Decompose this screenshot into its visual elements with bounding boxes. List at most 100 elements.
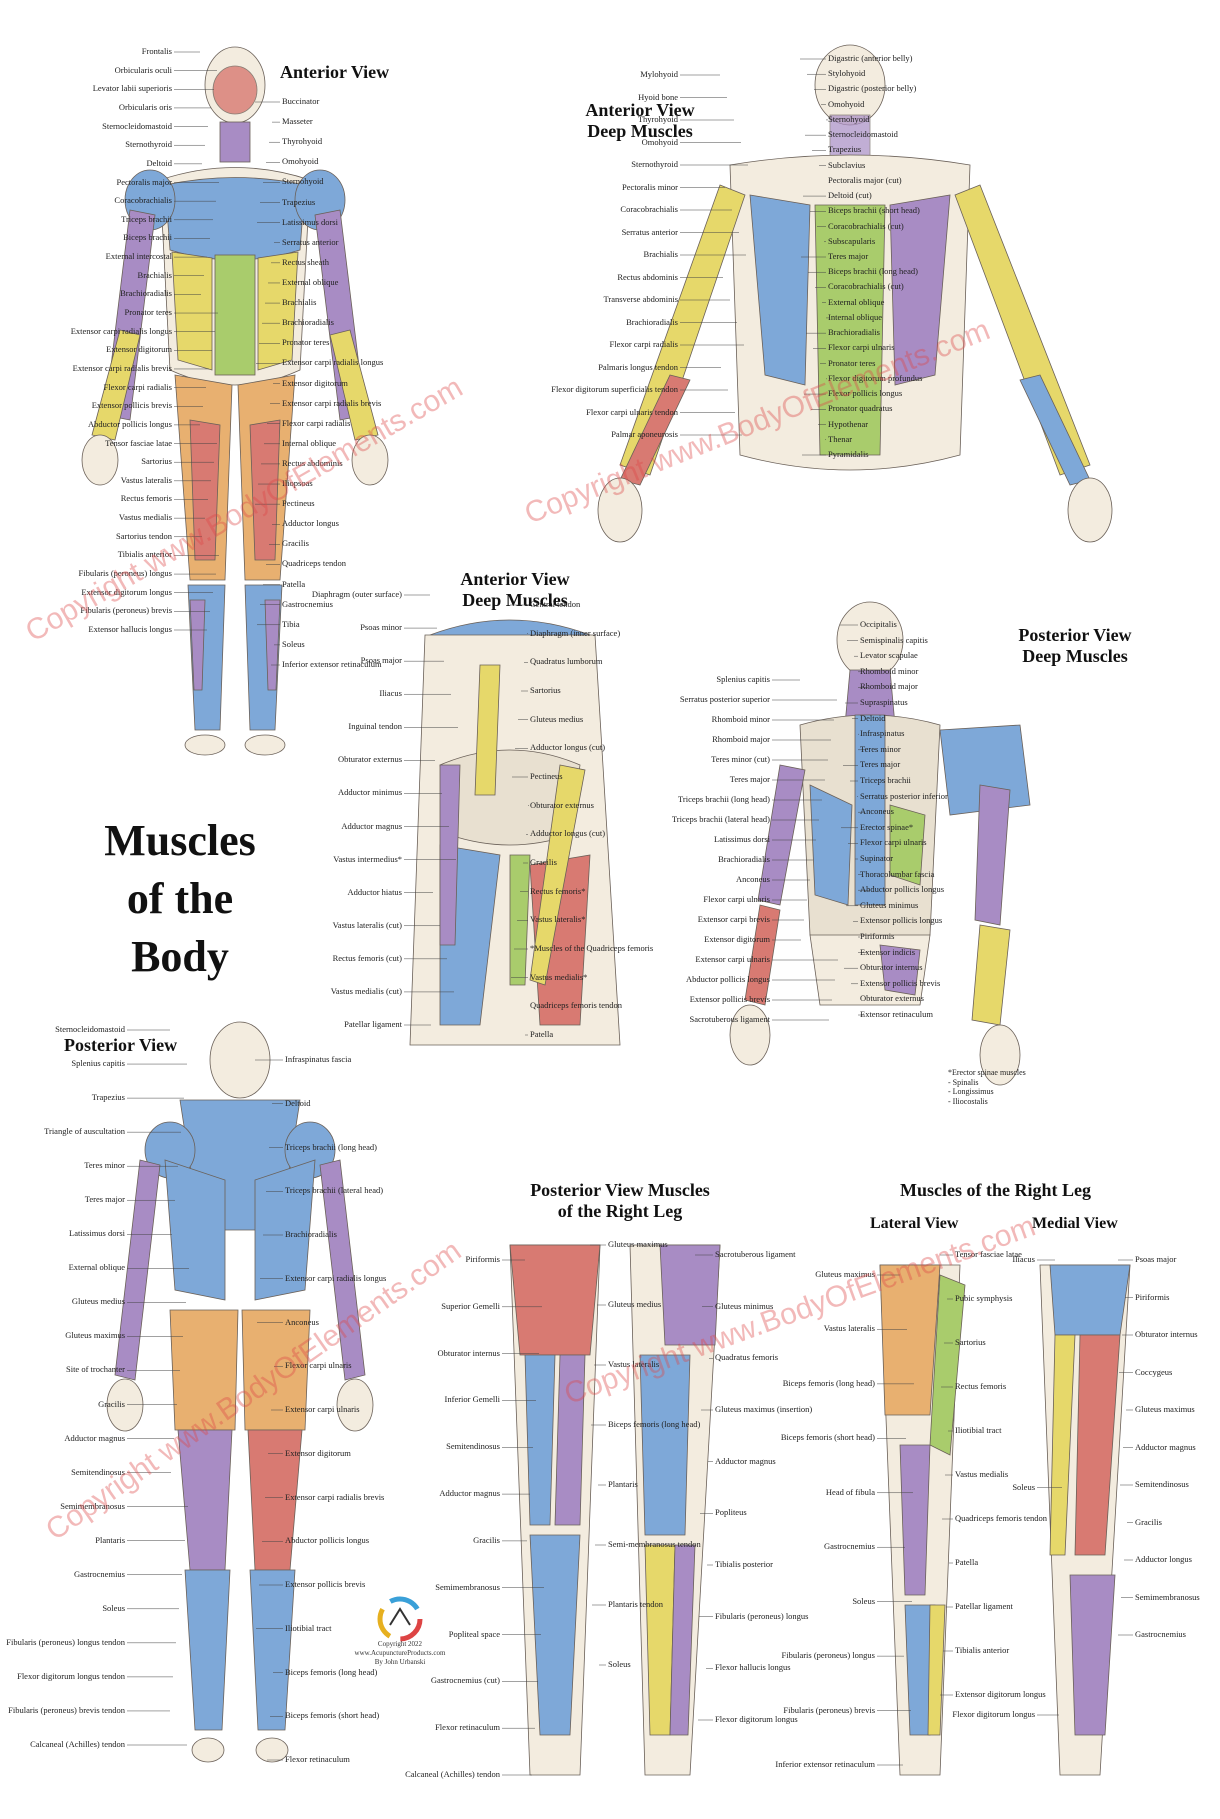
muscle-label: Tibia <box>282 618 300 629</box>
muscle-label: Gluteus maximus <box>1135 1404 1195 1414</box>
anterior-view-panel: Anterior View <box>0 40 420 780</box>
muscle-label: Vastus medialis* <box>530 971 588 982</box>
muscle-label: Popliteus <box>715 1507 747 1518</box>
muscle-label: Vastus medialis <box>955 1469 1009 1479</box>
forearm-right-blue <box>1019 374 1091 486</box>
copyright-line: www.AcupunctureProducts.com <box>354 1649 446 1657</box>
muscle-label: Extensor carpi brevis <box>697 914 770 924</box>
anterior-view-title: Anterior View <box>280 62 390 82</box>
leg-b-calf-purple <box>669 1544 696 1736</box>
muscle-label: Thyrohyoid <box>282 136 323 147</box>
leg-a-calf <box>529 1534 581 1736</box>
medial-view-title: Medial View <box>1032 1215 1118 1232</box>
muscle-label: Biceps femoris (long head) <box>608 1419 701 1429</box>
muscle-label: Gluteus minimus <box>715 1300 774 1311</box>
anterior-deep-pelvis-panel: Anterior View Deep Muscles Diaphragm (ou… <box>312 565 700 1085</box>
muscle-label: Flexor pollicis longus <box>828 388 903 399</box>
muscle-label: Quadratus femoris <box>715 1352 779 1363</box>
erector-spinae-note: *Erector spinae muscles - Spinalis - Lon… <box>948 1068 1026 1106</box>
muscle-label: External oblique <box>828 296 885 307</box>
muscle-label: Quadriceps femoris tendon <box>955 1513 1048 1523</box>
muscle-label: Sternohyoid <box>282 176 324 187</box>
forearm-right <box>329 329 379 441</box>
lat-leg-purple <box>899 1444 931 1596</box>
muscle-label: Iliotibial tract <box>285 1622 332 1633</box>
muscle-label: Adductor magnus <box>64 1432 125 1443</box>
muscle-label: Biceps femoris (short head) <box>285 1710 380 1721</box>
muscle-label: Extensor pollicis brevis <box>91 400 172 411</box>
muscle-label: Abductor pollicis longus <box>860 884 945 895</box>
quad-left <box>189 419 221 561</box>
muscle-label: Psoas major <box>1135 1254 1177 1264</box>
muscle-label: Biceps femoris (short head) <box>780 1432 875 1443</box>
muscle-label: Occipitalis <box>860 619 897 629</box>
muscle-label: Fibularis (peroneus) brevis <box>80 605 172 616</box>
muscle-label: Rectus femoris* <box>530 885 586 896</box>
muscle-label: Latissimus dorsi <box>69 1228 125 1239</box>
muscle-label: Biceps brachii (long head) <box>828 266 918 277</box>
muscle-label: Psoas major <box>360 655 402 666</box>
muscle-label: Extensor carpi radialis longus <box>70 325 172 336</box>
right-leg-figure <box>877 1254 1133 1776</box>
anterior-deep-upper-title: Anterior View Deep Muscles <box>585 100 695 141</box>
muscle-label: Inferior extensor retinaculum <box>282 659 382 669</box>
shin-purple-right <box>264 599 281 691</box>
hand-left <box>81 434 119 486</box>
thigh-right-green <box>509 854 531 986</box>
lateral-view-title: Lateral View <box>870 1215 959 1232</box>
muscle-label: Calcaneal (Achilles) tendon <box>30 1739 125 1749</box>
muscle-label: Flexor digitorum superficialis tendon <box>551 384 678 394</box>
muscle-label: Serratus posterior inferior <box>860 790 948 801</box>
muscle-label: Patella <box>530 1029 554 1039</box>
muscle-label: Extensor digitorum <box>285 1447 351 1458</box>
muscle-label: Extensor pollicis brevis <box>285 1579 366 1589</box>
lat-leg-glute <box>879 1264 941 1416</box>
muscle-label: Rectus abdominis <box>617 271 678 282</box>
muscle-label: Teres minor (cut) <box>711 754 770 764</box>
muscle-label: Rectus femoris <box>955 1381 1007 1391</box>
calf-right <box>249 1569 296 1731</box>
muscle-label: Brachioradialis <box>828 327 880 338</box>
muscle-label: Brachioradialis <box>120 288 172 299</box>
lat-left <box>164 1159 226 1301</box>
muscle-label: Sternohyoid <box>828 113 870 124</box>
glute-right <box>241 1309 311 1431</box>
posterior-view-title: Posterior View <box>64 1035 178 1055</box>
muscle-label: Psoas minor <box>360 622 402 633</box>
muscle-label: Vastus lateralis (cut) <box>332 919 402 930</box>
muscle-label: Supraspinatus <box>860 697 908 707</box>
muscle-label: Gracilis <box>282 538 309 549</box>
muscle-label: Adductor magnus <box>1135 1441 1196 1452</box>
posterior-figure <box>106 1021 374 1763</box>
muscle-label: Rectus femoris <box>120 493 172 504</box>
muscle-label: Sternothyroid <box>631 159 678 169</box>
muscle-label: Gracilis <box>98 1398 125 1409</box>
med-leg-red <box>1074 1334 1121 1556</box>
muscle-label: Pubic symphysis <box>955 1293 1013 1303</box>
muscle-label: Tibialis anterior <box>955 1645 1010 1655</box>
muscle-label: Sartorius tendon <box>116 530 172 541</box>
muscle-label: Adductor magnus <box>341 820 402 831</box>
muscle-label: Triceps brachii (long head) <box>678 794 770 804</box>
hand-right <box>336 1378 374 1432</box>
posterior-deep-title: Posterior View Deep Muscles <box>1018 625 1132 666</box>
muscle-label: Brachioradialis <box>718 854 770 864</box>
muscle-label: Vastus lateralis <box>608 1359 660 1369</box>
muscle-label: Gracilis <box>473 1534 500 1545</box>
calf-left <box>184 1569 231 1731</box>
muscle-label: Obturator externus <box>860 993 924 1004</box>
muscle-label: Extensor pollicis longus <box>860 915 943 926</box>
muscle-label: Digastric (anterior belly) <box>828 53 913 63</box>
muscle-label: Flexor carpi radialis <box>103 381 172 392</box>
muscle-label: Obturator internus <box>1135 1329 1198 1339</box>
muscle-label: Flexor carpi ulnaris tendon <box>586 406 678 417</box>
muscle-label: Rhomboid major <box>860 681 918 692</box>
muscle-label: Extensor carpi radialis brevis <box>285 1491 385 1502</box>
muscle-label: Fibularis (peroneus) longus <box>78 568 173 579</box>
muscle-label: Gluteus maximus <box>815 1269 875 1279</box>
glute-left <box>169 1309 239 1431</box>
med-leg-pelvis <box>1049 1264 1131 1336</box>
muscle-label: Soleus <box>608 1659 631 1669</box>
poster-main-title: Muscles of the Body <box>60 812 300 986</box>
muscle-label: Deltoid <box>285 1097 311 1108</box>
